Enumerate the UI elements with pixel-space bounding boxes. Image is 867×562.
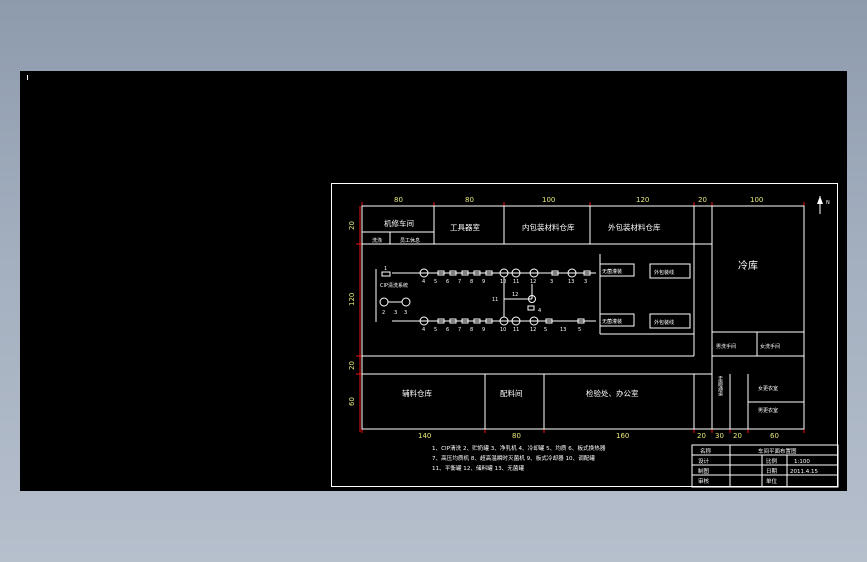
bottom-dim-5: 30: [715, 432, 724, 440]
drawing-sheet: N 80 80 100 120 20 100 20 120 20 60 140 …: [331, 183, 839, 488]
tb-scale-value: 1:100: [794, 459, 810, 465]
tb-label-drawn: 制图: [698, 467, 710, 475]
middle-num-3: 4: [538, 308, 541, 314]
aseptic-filling-box-1: [599, 263, 635, 277]
bottom-dim-1: 140: [418, 432, 431, 440]
cip-num-4: 3: [404, 310, 407, 316]
left-dim-3: 20: [348, 361, 356, 370]
top-dim-3: 100: [542, 196, 555, 204]
lower-num-3: 6: [446, 327, 449, 333]
bottom-dim-3: 160: [616, 432, 629, 440]
room-tools: 工具器室: [450, 222, 480, 232]
middle-num-2: 12: [512, 292, 518, 298]
left-dim-1: 20: [348, 221, 356, 230]
legend-line-3: 11、平衡罐 12、储料罐 13、无菌罐: [432, 464, 524, 472]
room-inspection-office: 检验处、办公室: [586, 388, 639, 398]
left-dimension-line: [356, 206, 364, 432]
process-branch-middle: [503, 277, 536, 317]
room-mixing: 配料间: [500, 388, 523, 398]
cip-num-1: 1: [384, 266, 387, 272]
bottom-dim-4: 20: [697, 432, 706, 440]
upper-num-8: 11: [513, 279, 519, 285]
aseptic-filling-label-2: 无菌灌装: [602, 318, 622, 325]
aseptic-filling-box-2: [599, 313, 635, 327]
room-outer-packaging-store: 外包装材料仓库: [608, 222, 661, 232]
legend-line-2: 7、高压均质机 8、超高温瞬时灭菌机 9、板式冷却器 10、调配罐: [432, 454, 595, 462]
room-men-washroom: 男洗手间: [716, 343, 736, 350]
upper-num-4: 7: [458, 279, 461, 285]
upper-num-12: 3: [584, 279, 587, 285]
cip-unit: [379, 271, 411, 307]
upper-num-11: 13: [568, 279, 574, 285]
tb-label-check: 审核: [698, 477, 710, 485]
outer-packaging-line-label-2: 外包装线: [654, 319, 674, 326]
lower-num-6: 9: [482, 327, 485, 333]
upper-num-9: 12: [530, 279, 536, 285]
lower-num-1: 4: [422, 327, 425, 333]
room-men-changing: 男更衣室: [758, 407, 778, 414]
tb-date-value: 2011.4.15: [790, 469, 818, 475]
corridor-label: 走廊通道: [717, 376, 723, 397]
lower-num-2: 5: [434, 327, 437, 333]
upper-num-3: 6: [446, 279, 449, 285]
room-women-changing: 女更衣室: [758, 385, 778, 392]
lower-num-11: 13: [560, 327, 566, 333]
tb-label-designer: 设计: [698, 457, 710, 465]
upper-num-6: 9: [482, 279, 485, 285]
outer-packaging-line-label-1: 外包装线: [654, 269, 674, 276]
lower-num-12: 5: [578, 327, 581, 333]
outer-packaging-line-box-1: [649, 263, 691, 279]
tb-label-name: 名称: [700, 447, 712, 455]
tb-label-scale: 比例: [766, 457, 778, 465]
bottom-dim-7: 60: [770, 432, 779, 440]
top-dim-2: 80: [465, 196, 474, 204]
upper-num-7: 10: [500, 279, 506, 285]
top-dim-1: 80: [394, 196, 403, 204]
upper-num-1: 4: [422, 279, 425, 285]
upper-num-5: 8: [470, 279, 473, 285]
cip-num-3: 3: [394, 310, 397, 316]
cip-system-label: CIP清洗系统: [380, 282, 408, 289]
lower-num-7: 10: [500, 327, 506, 333]
room-staff-rest: 员工休息: [400, 237, 420, 244]
north-label: N: [826, 200, 830, 206]
cursor-marker: [27, 75, 28, 80]
process-line-lower: [392, 316, 596, 326]
cad-viewport[interactable]: [20, 71, 847, 491]
top-dim-6: 100: [750, 196, 763, 204]
north-arrow-icon: [817, 196, 823, 214]
lower-num-8: 11: [513, 327, 519, 333]
upper-num-10: 3: [550, 279, 553, 285]
building-walls: [361, 205, 805, 430]
aseptic-filling-label-1: 无菌灌装: [602, 268, 622, 275]
lower-num-9: 12: [530, 327, 536, 333]
room-wash: 洗涤: [372, 237, 382, 244]
top-dim-5: 20: [698, 196, 707, 204]
lower-num-10: 5: [544, 327, 547, 333]
room-cold-storage: 冷库: [738, 259, 758, 272]
bottom-dim-6: 20: [733, 432, 742, 440]
room-inner-packaging-store: 内包装材料仓库: [522, 222, 575, 232]
left-dim-4: 60: [348, 397, 356, 406]
lower-num-5: 8: [470, 327, 473, 333]
tb-label-unit: 单位: [766, 477, 778, 485]
tb-drawing-title: 车间平面布置图: [758, 447, 797, 455]
lower-num-4: 7: [458, 327, 461, 333]
floor-plan-drawing: N 80 80 100 120 20 100 20 120 20 60 140 …: [348, 196, 839, 488]
legend-line-1: 1、CIP清洗 2、贮奶罐 3、净乳机 4、冷却罐 5、均质 6、板式换热器: [432, 444, 606, 452]
process-line-upper: [392, 268, 596, 278]
room-women-washroom: 女洗手间: [760, 343, 780, 350]
bottom-dim-2: 80: [512, 432, 521, 440]
outer-packaging-line-box-2: [649, 313, 691, 329]
middle-num-1: 11: [492, 297, 498, 303]
top-dim-4: 120: [636, 196, 649, 204]
cip-num-2: 2: [382, 310, 385, 316]
title-block: [691, 444, 839, 488]
room-raw-material-store: 辅料仓库: [402, 388, 432, 398]
upper-num-2: 5: [434, 279, 437, 285]
room-repair-workshop: 机修车间: [384, 218, 414, 228]
tb-label-date: 日期: [766, 468, 778, 475]
left-dim-2: 120: [348, 293, 356, 306]
